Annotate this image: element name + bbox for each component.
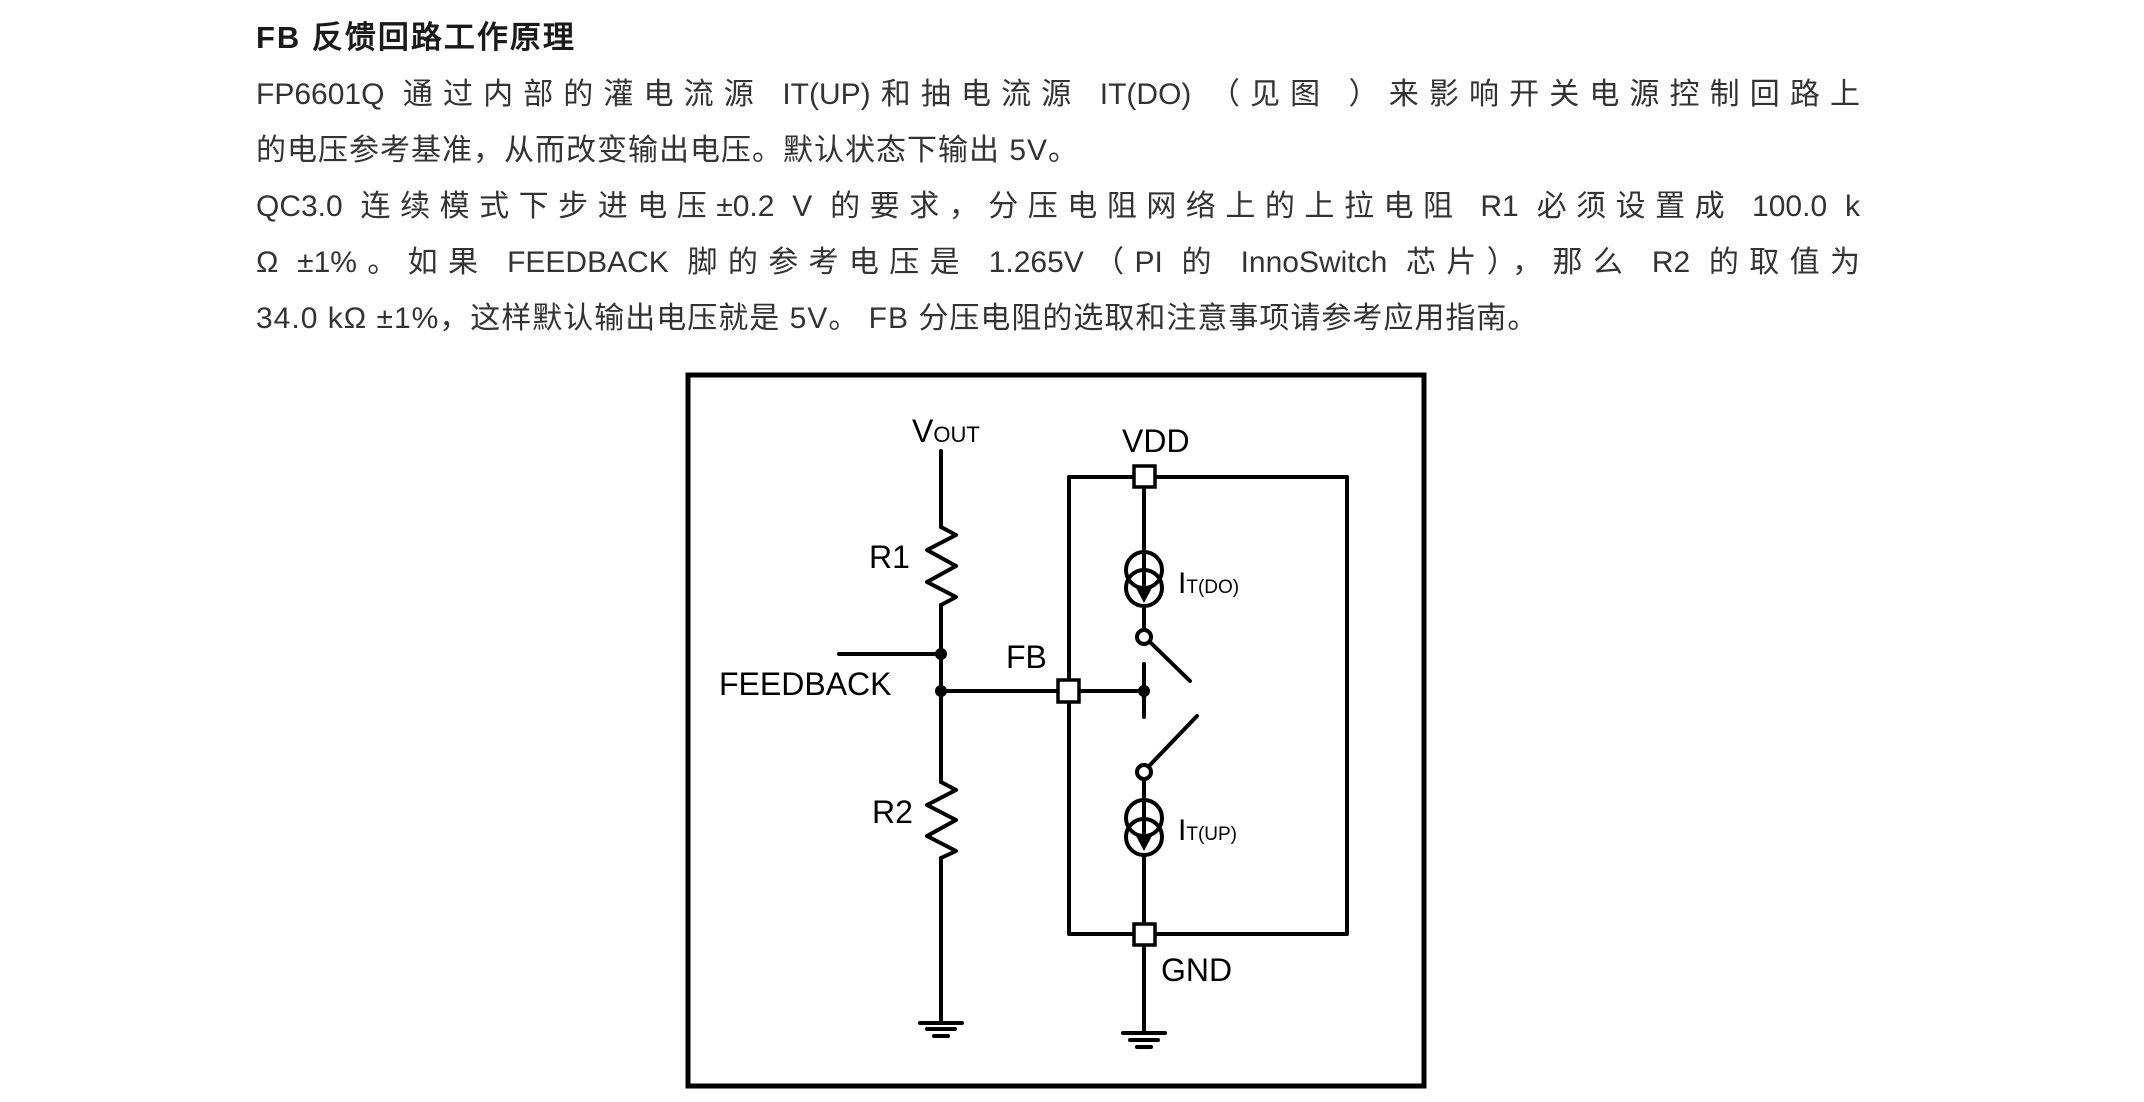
switch-1-arm [1149, 641, 1192, 683]
ic-boundary [1067, 475, 1349, 936]
paragraph-1-line-1: FP6601Q 通过内部的灌电流源 IT(UP)和抽电流源 IT(DO) （见图… [256, 78, 1860, 111]
section-heading: FB 反馈回路工作原理 [256, 20, 576, 55]
label-feedback: FEEDBACK [719, 666, 891, 702]
label-vout: VOUT [912, 413, 980, 449]
junction-dot-switch [1138, 685, 1150, 697]
ground-symbol-left [918, 1021, 964, 1038]
switch-2-contact [1135, 763, 1153, 781]
label-r2: R2 [872, 794, 913, 830]
pin-vdd [1132, 464, 1157, 489]
paragraph-2-line-1: QC3.0 连续模式下步进电压±0.2 V 的要求，分压电阻网络上的上拉电阻 R… [256, 190, 1860, 223]
label-fb: FB [1006, 639, 1047, 675]
pin-fb [1056, 678, 1081, 704]
paragraph-2-line-2: Ω ±1%。如果 FEEDBACK 脚的参考电压是 1.265V（PI 的 In… [256, 246, 1860, 279]
switch-2-arm [1148, 714, 1199, 767]
label-gnd: GND [1161, 952, 1232, 988]
switch-1-contact [1135, 628, 1153, 646]
label-it-do: IT(DO) [1178, 567, 1239, 600]
label-it-up: IT(UP) [1178, 814, 1237, 847]
resistor-r2 [925, 780, 958, 860]
paragraph-2-line-3: 34.0 kΩ ±1%，这样默认输出电压就是 5V。 FB 分压电阻的选取和注意… [256, 302, 1539, 335]
paragraph-1-line-2: 的电压参考基准，从而改变输出电压。默认状态下输出 5V。 [256, 134, 1080, 167]
ground-symbol-right [1121, 1031, 1167, 1049]
diagram-frame [685, 372, 1427, 1089]
label-vdd: VDD [1122, 423, 1190, 459]
arrow-it-up [1135, 834, 1153, 851]
pin-gnd [1132, 922, 1157, 947]
junction-dot-feedback [935, 648, 947, 660]
resistor-r1 [925, 525, 958, 607]
junction-dot-fb [935, 685, 947, 697]
label-r1: R1 [869, 539, 910, 575]
arrow-it-do [1135, 586, 1153, 603]
